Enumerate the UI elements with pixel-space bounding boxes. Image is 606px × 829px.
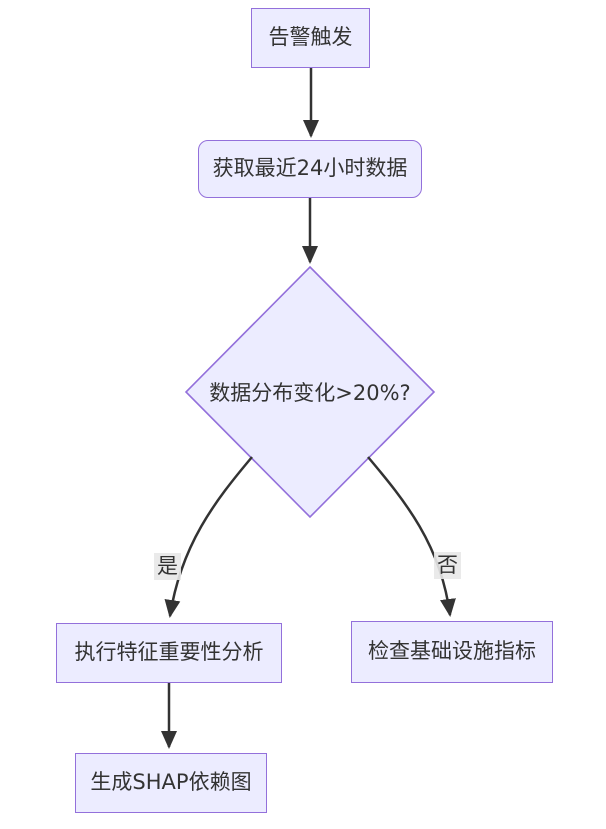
edge-label-no-text: 否 xyxy=(437,553,458,577)
node-shap-plot-label: 生成SHAP依赖图 xyxy=(90,770,252,795)
node-infra-check-label: 检查基础设施指标 xyxy=(368,639,536,664)
node-infra-check: 检查基础设施指标 xyxy=(351,621,553,683)
node-alert: 告警触发 xyxy=(251,8,370,68)
node-feature-analysis: 执行特征重要性分析 xyxy=(56,623,282,683)
edge-label-yes-text: 是 xyxy=(157,554,178,578)
node-shap-plot: 生成SHAP依赖图 xyxy=(75,753,267,813)
decision-diamond-shape xyxy=(184,265,436,519)
edge-label-yes: 是 xyxy=(154,553,181,581)
edge-decision-yes xyxy=(164,456,253,618)
node-decision: 数据分布变化>20%? xyxy=(186,377,434,407)
node-alert-label: 告警触发 xyxy=(268,25,353,50)
node-decision-label: 数据分布变化>20%? xyxy=(209,381,411,405)
node-fetch-data: 获取最近24小时数据 xyxy=(198,140,422,198)
edge-label-no: 否 xyxy=(434,552,461,580)
node-feature-analysis-label: 执行特征重要性分析 xyxy=(74,640,264,665)
edge-decision-no xyxy=(367,456,456,617)
node-fetch-data-label: 获取最近24小时数据 xyxy=(212,156,408,181)
